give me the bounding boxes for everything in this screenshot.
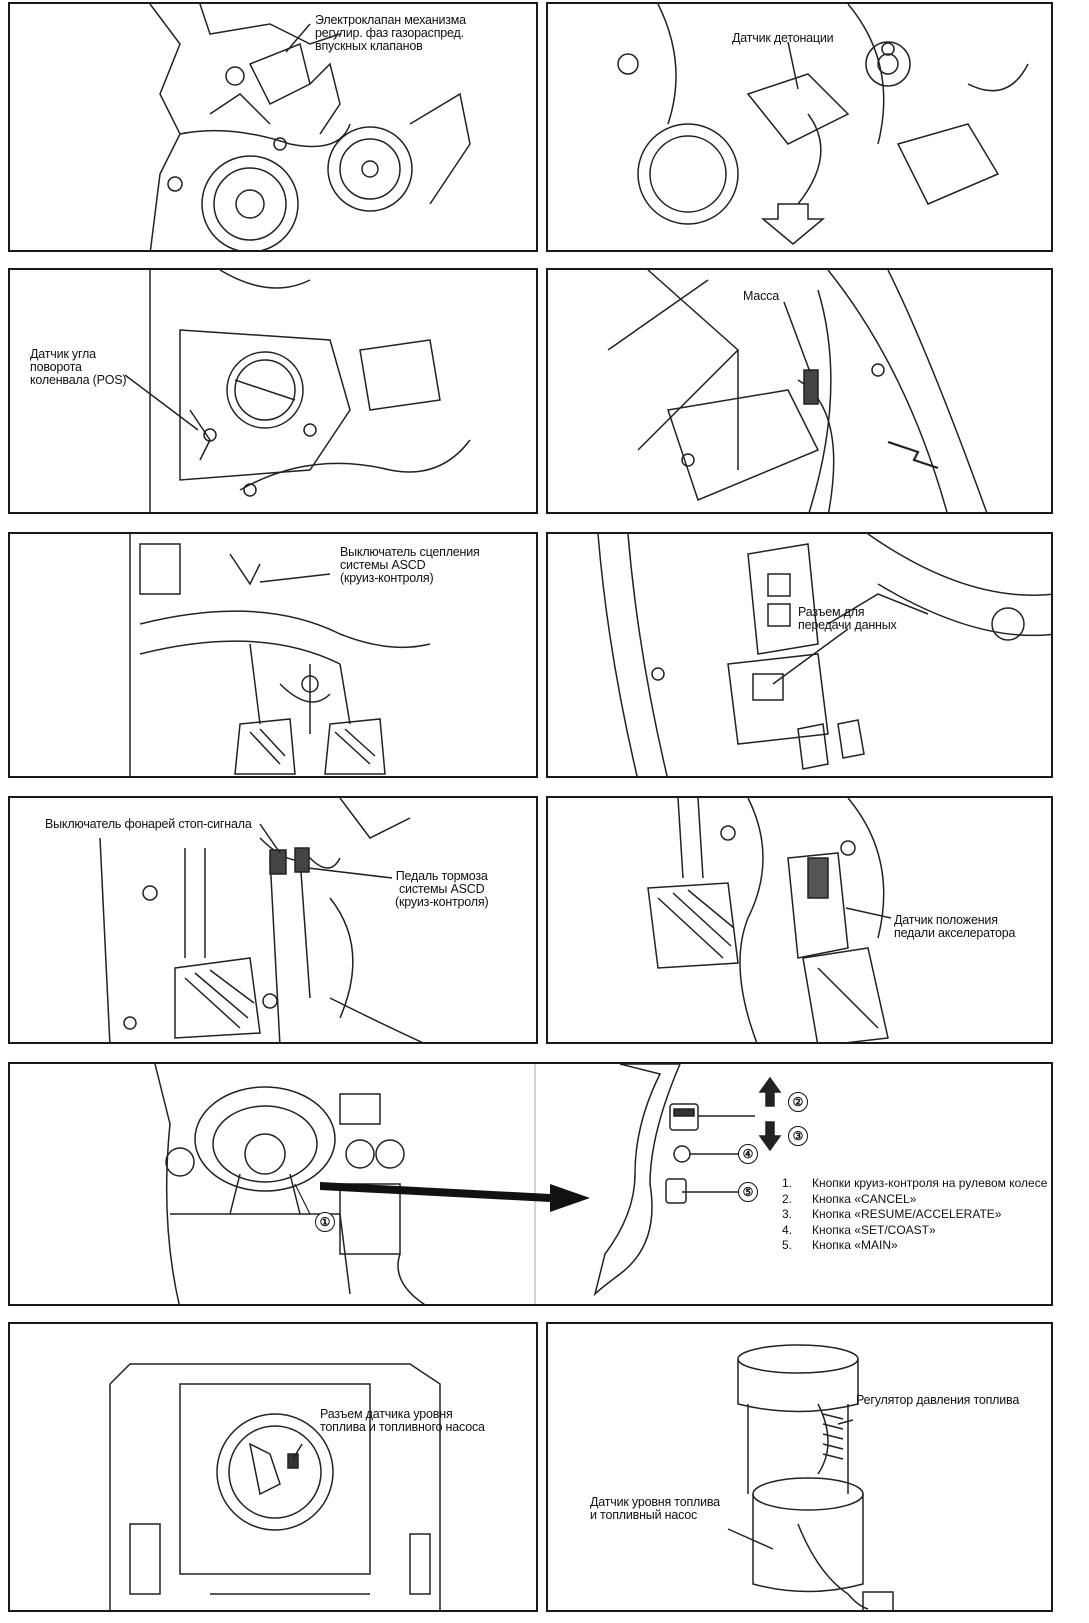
callout-3-badge: ③	[788, 1126, 808, 1146]
callout-4-badge: ④	[738, 1144, 758, 1164]
vvt-solenoid-label: Электроклапан механизма регулир. фаз газ…	[315, 13, 466, 53]
accelerator-pedal-illustration	[647, 798, 892, 1042]
brake-pedal-illustration	[99, 798, 423, 1042]
asc-brake-pedal-label: Педаль тормоза системы ASCD (круиз-контр…	[395, 869, 489, 909]
fuel-tank-access-illustration	[109, 1363, 441, 1610]
legend-item: 3.Кнопка «RESUME/ACCELERATE»	[782, 1207, 1002, 1221]
fuel-level-sensor-label: Датчик уровня топлива и топливный насос	[590, 1495, 720, 1522]
legend-item: 2.Кнопка «CANCEL»	[782, 1191, 917, 1206]
accelerator-sensor-label: Датчик положения педали акселератора	[894, 913, 1016, 940]
fuel-level-connector-label: Разъем датчика уровня топлива и топливно…	[320, 1407, 485, 1434]
steering-wheel-illustration	[154, 1064, 782, 1304]
knock-sensor-illustration	[617, 4, 1029, 245]
ground-label: Масса	[743, 289, 779, 303]
clutch-switch-label: Выключатель сцепления системы ASCD (круи…	[340, 545, 480, 585]
panel-accelerator-sensor: Датчик положения педали акселератора	[546, 796, 1053, 1044]
panel-vvt-solenoid: Электроклапан механизма регулир. фаз газ…	[8, 2, 538, 252]
data-connector-illustration	[597, 534, 1051, 776]
panel-ground: Масса	[546, 268, 1053, 514]
fuel-pressure-regulator-label: Регулятор давления топлива	[856, 1393, 1020, 1407]
engine-front-illustration	[149, 4, 471, 250]
panel-brake-switch: Выключатель фонарей стоп-сигнала Педаль …	[8, 796, 538, 1044]
legend-item: 4.Кнопка «SET/COAST»	[782, 1222, 936, 1237]
crankshaft-sensor-label: Датчик угла поворота коленвала (POS)	[30, 347, 127, 387]
panel-fuel-pump: Регулятор давления топлива Датчик уровня…	[546, 1322, 1053, 1612]
panel-cruise-control: ① ② ③ ④ ⑤ 1.Кнопки круиз-контроля на рул…	[8, 1062, 1053, 1306]
clutch-pedal-illustration	[129, 534, 431, 776]
knock-sensor-label: Датчик детонации	[732, 31, 834, 45]
brake-light-switch-label: Выключатель фонарей стоп-сигнала	[45, 817, 252, 831]
fuel-pump-illustration	[727, 1344, 894, 1610]
ground-point-illustration	[607, 270, 988, 512]
callout-2-badge: ②	[788, 1092, 808, 1112]
callout-1-badge: ①	[315, 1212, 335, 1232]
crankshaft-sensor-illustration	[124, 270, 471, 512]
panel-clutch-switch: Выключатель сцепления системы ASCD (круи…	[8, 532, 538, 778]
cruise-control-legend: 1.Кнопки круиз-контроля на рулевом колес…	[782, 1176, 1051, 1254]
panel-data-connector: Разъем для передачи данных	[546, 532, 1053, 778]
panel-crankshaft-sensor: Датчик угла поворота коленвала (POS)	[8, 268, 538, 514]
data-connector-label: Разъем для передачи данных	[798, 605, 897, 632]
panel-knock-sensor: Датчик детонации	[546, 2, 1053, 252]
panel-fuel-level-connector: Разъем датчика уровня топлива и топливно…	[8, 1322, 538, 1612]
legend-item: 5.Кнопка «MAIN»	[782, 1238, 898, 1252]
legend-item: 1.Кнопки круиз-контроля на рулевом колес…	[782, 1176, 1048, 1190]
callout-5-badge: ⑤	[738, 1182, 758, 1202]
